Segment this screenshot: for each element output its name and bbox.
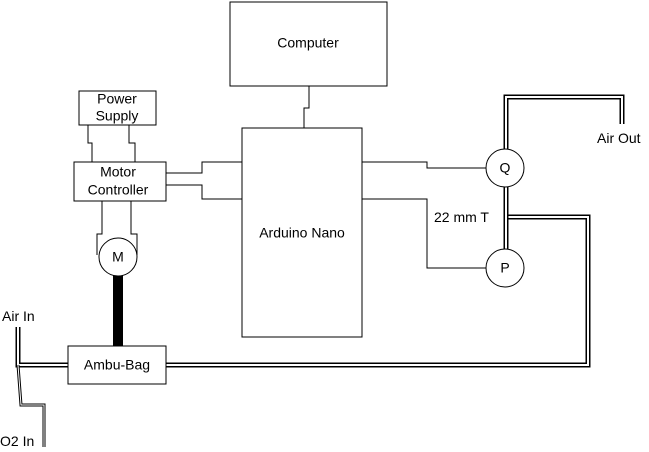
power-supply-label-line1: Power	[97, 91, 137, 107]
computer-label: Computer	[277, 35, 339, 51]
power-lead-right	[128, 125, 136, 162]
arduino-label: Arduino Nano	[259, 225, 345, 241]
arduino-pressure-sensor-wire	[362, 198, 486, 269]
ambu-bag-label: Ambu-Bag	[84, 357, 150, 373]
air-in-label: Air In	[2, 308, 35, 324]
motor-controller-box: Motor Controller	[73, 161, 167, 202]
signal-wires	[87, 86, 486, 269]
o2-in-label: O2 In	[0, 433, 34, 449]
motor-controller-label-line1: Motor	[100, 164, 136, 180]
power-supply-box: Power Supply	[78, 90, 157, 126]
power-lead-left	[87, 125, 93, 162]
motor-controller-label-line2: Controller	[88, 182, 149, 198]
flow-sensor-label: Q	[500, 160, 511, 176]
pressure-sensor-circle: P	[485, 248, 525, 288]
computer-box: Computer	[229, 1, 388, 87]
motor-lead-left	[96, 201, 103, 255]
flow-sensor-circle: Q	[485, 148, 525, 188]
motor-label: M	[112, 249, 124, 265]
tee-label: 22 mm T	[434, 209, 489, 225]
motor-circle: M	[98, 237, 138, 277]
computer-arduino-wire	[303, 86, 310, 128]
pressure-sensor-label: P	[500, 260, 509, 276]
controller-arduino-wire-1	[166, 161, 242, 174]
arduino-box: Arduino Nano	[241, 127, 363, 338]
motor-lead-right	[130, 201, 138, 255]
arduino-flow-sensor-wire	[362, 161, 486, 169]
controller-arduino-wire-2	[166, 184, 242, 200]
tubing	[15, 94, 625, 447]
ambu-bag-box: Ambu-Bag	[67, 345, 167, 385]
power-supply-label-line2: Supply	[96, 108, 139, 124]
air-out-label: Air Out	[597, 130, 641, 146]
